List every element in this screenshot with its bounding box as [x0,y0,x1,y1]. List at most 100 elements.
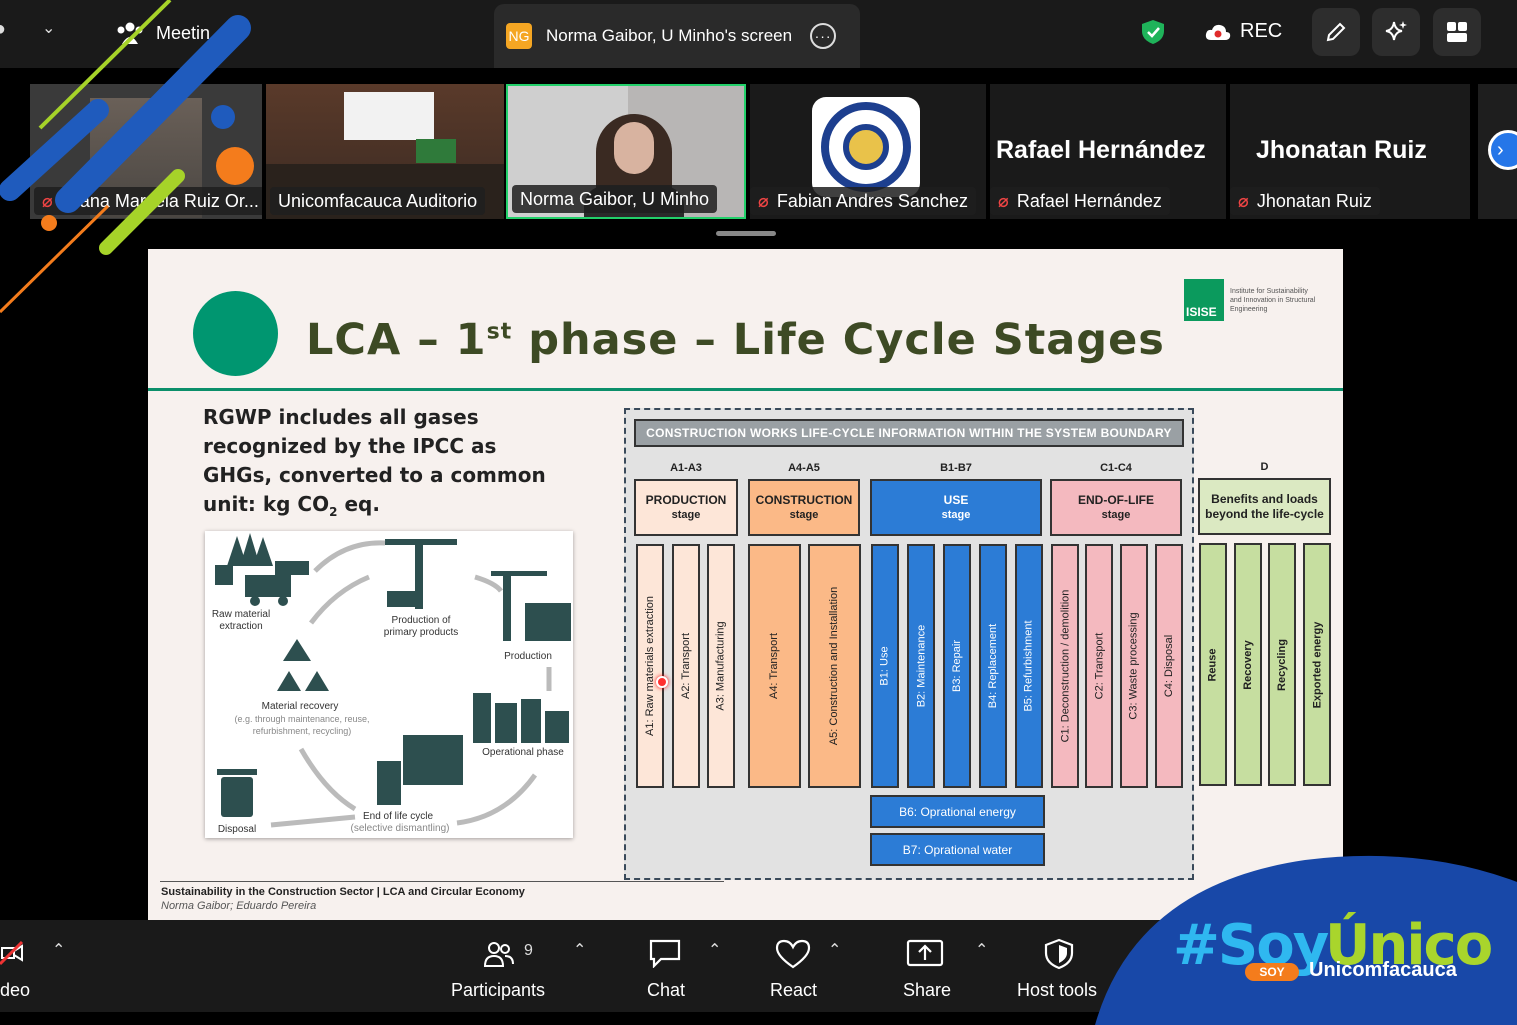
chat-bubble-icon [649,939,681,968]
chat-label: Chat [647,980,686,1000]
next-page-area: › [1478,84,1517,219]
stage-column: B1: Use [871,544,899,788]
stage-column: Reuse [1199,543,1227,786]
share-caret-icon[interactable]: ⌃ [975,942,989,959]
stage-b6-operational-energy: B6: Oprational energy [870,795,1045,828]
pencil-icon [1326,22,1346,42]
share-screen-icon [906,939,944,967]
stage-column: A1: Raw materials extraction [636,544,664,788]
host-shield-icon [1044,938,1074,970]
label-operational-phase: Operational phase [482,747,564,758]
participant-thumb-fabian[interactable]: ⌀Fabian Andres Sanchez [750,84,986,219]
annotate-button[interactable] [1312,8,1360,56]
view-indicator-icon[interactable]: ◗ [0,18,9,40]
stage-column: B4: Replacement [979,544,1007,788]
stage-benefits-beyond: Benefits and loads beyond the life-cycle [1198,478,1331,535]
label-end-of-life: End of life cycle [362,811,434,822]
participant-name-label: ⌀Fabian Andres Sanchez [750,187,976,215]
participant-thumb-jhonatan[interactable]: Jhonatan Ruiz ⌀Jhonatan Ruiz [1230,84,1470,219]
stage-column: Exported energy [1303,543,1331,786]
react-caret-icon[interactable]: ⌃ [828,942,842,959]
meeting-tab-label: Meetin [156,22,211,43]
more-options-icon[interactable]: ··· [810,23,837,49]
label-disposal: Disposal [217,824,257,835]
share-button[interactable]: Share [900,920,952,1012]
brand-wave-shape [1095,855,1517,1025]
participant-name-label: ⌀Jhonatan Ruiz [1230,187,1380,215]
participants-count: 9 [524,942,533,959]
participant-thumb-auditorio[interactable]: Unicomfacauca Auditorio [266,84,504,219]
title-circle-decoration [193,291,278,376]
participant-thumb-norma-active[interactable]: Norma Gaibor, U Minho [506,84,746,219]
stage-column: Recovery [1234,543,1262,786]
group-code-a4a5: A4-A5 [788,462,820,474]
stage-column: C2: Transport [1085,544,1113,788]
label-production-primary: Production of primary products [383,615,459,638]
stage-column: C4: Disposal [1155,544,1183,788]
host-tools-label: Host tools [1017,980,1098,1000]
life-cycle-graphics [215,533,571,828]
cloud-record-icon [1205,24,1231,40]
sparkle-icon [1385,21,1407,41]
stage-column: C3: Waste processing [1120,544,1148,788]
stage-column: A4: Transport [748,544,801,788]
apps-button[interactable] [1433,8,1481,56]
resize-handle[interactable] [716,231,776,236]
life-cycle-illustration: Raw material extraction Production of pr… [205,531,573,838]
participants-caret-icon[interactable]: ⌃ [573,942,587,959]
participant-thumb-rafael[interactable]: Rafael Hernández ⌀Rafael Hernández [990,84,1226,219]
isise-logo-mark: ISISE [1184,279,1224,321]
group-code-b1b7: B1-B7 [940,462,972,474]
react-button[interactable]: React [766,920,820,1012]
next-page-arrow-icon[interactable]: › [1488,130,1517,170]
slide-title: LCA – 1st phase – Life Cycle Stages [306,315,1165,365]
label-material-recovery: Material recovery [261,701,339,712]
participants-button[interactable]: 9 Participants [450,920,550,1012]
participants-icon [484,942,514,967]
participants-label: Participants [451,980,546,1000]
video-button[interactable]: deo [0,920,40,1012]
slide-footer-title: Sustainability in the Construction Secto… [161,886,525,898]
video-options-caret-icon[interactable]: ⌃ [52,942,66,959]
label-raw-material: Raw material extraction [211,609,271,632]
video-label: deo [0,980,31,1000]
participant-name-label: Unicomfacauca Auditorio [270,187,486,215]
share-tab-label: Norma Gaibor, U Minho's screen [546,26,793,45]
stage-column: Recycling [1268,543,1296,786]
stage-column: A3: Manufacturing [707,544,735,788]
mic-muted-icon: ⌀ [42,190,53,211]
chevron-down-icon[interactable]: ⌄ [42,20,56,37]
video-off-icon [0,940,24,966]
auditorium-screen [344,92,434,140]
stage-column: B5: Refurbishment [1015,544,1043,788]
stage-column: A5: Construction and Installation [808,544,861,788]
label-end-of-life-sub: (selective dismantling) [350,823,450,834]
recording-indicator[interactable]: REC [1204,20,1282,43]
stage-column: C1: Deconstruction / demolition [1051,544,1079,788]
mic-muted-icon: ⌀ [1238,190,1249,211]
security-shield-icon[interactable] [1140,18,1166,46]
meeting-top-bar: ◗ ⌄ Meetin NG Norma Gaibor, U Minho's sc… [0,0,1517,68]
share-avatar-badge: NG [506,23,532,49]
screen-share-tab[interactable]: NG Norma Gaibor, U Minho's screen ··· [494,4,860,68]
chat-caret-icon[interactable]: ⌃ [708,942,722,959]
participant-big-name: Rafael Hernández [996,136,1206,164]
footer-divider [160,881,724,882]
auditorium-plant [416,139,456,163]
chat-button[interactable]: Chat [640,920,690,1012]
participant-name-label: Norma Gaibor, U Minho [512,185,718,213]
isise-logo: ISISE Institute for Sustainability and I… [1184,279,1320,321]
host-tools-button[interactable]: Host tools [1016,920,1106,1012]
stage-b7-operational-water: B7: Oprational water [870,833,1045,866]
group-code-c1c4: C1-C4 [1100,462,1132,474]
brand-soy-badge: SOY [1245,963,1299,981]
ai-companion-button[interactable] [1372,8,1420,56]
participant-big-name: Jhonatan Ruiz [1256,136,1427,164]
speaker-face [614,122,654,174]
rec-label: REC [1240,20,1283,42]
title-divider [148,388,1343,391]
